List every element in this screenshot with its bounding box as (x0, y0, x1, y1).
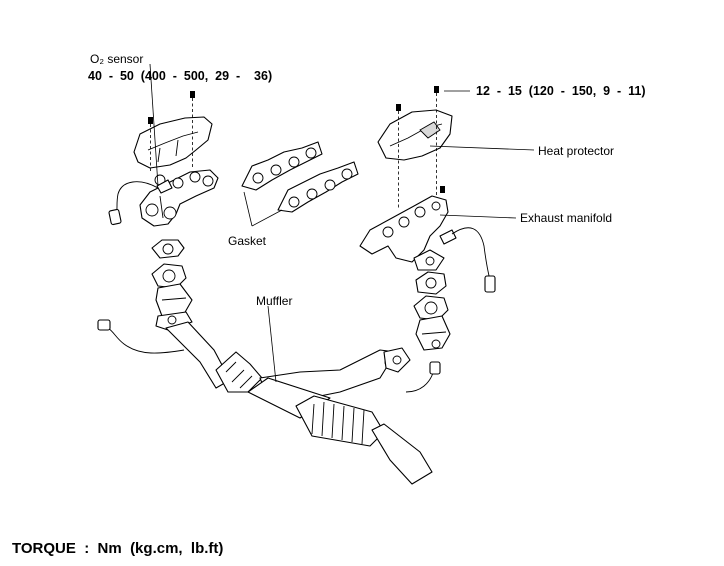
gasket-upper (241, 141, 323, 191)
left-o2-sensor (108, 179, 173, 226)
gasket-lower (277, 161, 359, 213)
gasket-label: Gasket (228, 234, 267, 248)
left-flange-gasket-2 (151, 263, 187, 289)
muffler-label: Muffler (256, 294, 292, 308)
right-o2-sensor (439, 227, 496, 293)
left-bolt-1 (148, 117, 153, 172)
left-flange-gasket-1 (151, 239, 185, 259)
left-bolt-2 (190, 91, 195, 168)
right-bolt-2 (434, 86, 439, 200)
muffler-o2-sensor-left (97, 319, 185, 354)
leader-lines (149, 63, 535, 383)
right-bolt-1 (396, 104, 401, 210)
o2-sensor-label: O₂ sensor (90, 52, 143, 66)
exhaust-manifold-label: Exhaust manifold (520, 211, 612, 225)
right-catalytic-pipe (415, 315, 451, 351)
right-bolt-3 (440, 186, 445, 193)
tail-pipe (371, 423, 433, 485)
muffler-body (295, 395, 385, 447)
left-exhaust-manifold (139, 169, 219, 227)
front-pipe-junction (215, 351, 263, 393)
heat-protector-torque-spec: 12 - 15 (120 - 150, 9 - 11) (476, 84, 646, 98)
right-flange-gasket-2 (413, 295, 449, 321)
right-flange-gasket-1 (415, 271, 447, 295)
right-heat-protector (377, 109, 453, 161)
heat-protector-label: Heat protector (538, 144, 614, 158)
torque-units-label: TORQUE : Nm (kg.cm, lb.ft) (12, 540, 223, 557)
left-heat-protector (133, 116, 213, 169)
right-exhaust-manifold (359, 195, 449, 271)
o2-sensor-torque-spec: 40 - 50 (400 - 500, 29 - 36) (88, 69, 272, 83)
muffler-o2-sensor-right (405, 361, 441, 393)
